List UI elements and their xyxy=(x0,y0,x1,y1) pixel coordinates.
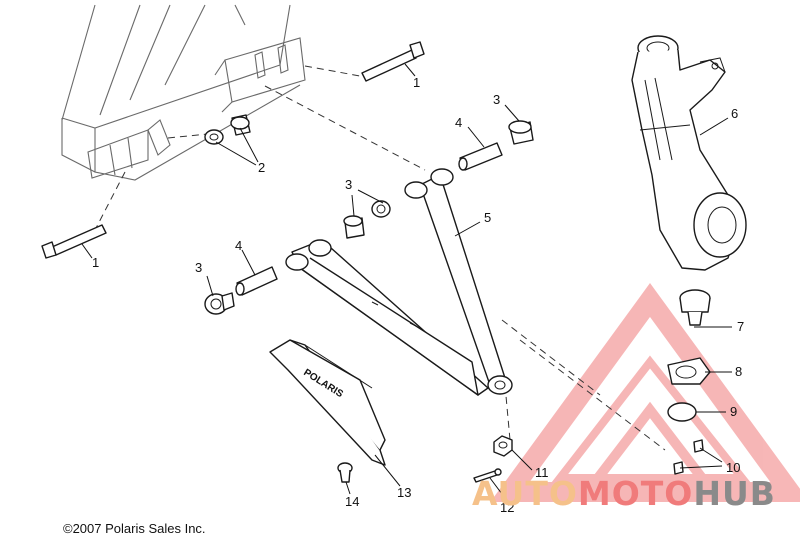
callout-6: 6 xyxy=(731,106,738,121)
assembly-lines xyxy=(94,65,666,451)
a-arm-5 xyxy=(285,168,513,396)
callout-10: 10 xyxy=(726,460,740,475)
cotter-pin-12 xyxy=(473,468,502,483)
callout-7: 7 xyxy=(737,319,744,334)
sleeve-4-left xyxy=(235,266,278,296)
callout-4a: 4 xyxy=(455,115,462,130)
callout-1b: 1 xyxy=(92,255,99,270)
guard-13: POLARIS xyxy=(269,339,386,466)
bushing-3-top-right xyxy=(508,120,534,145)
copyright-text: ©2007 Polaris Sales Inc. xyxy=(63,521,206,536)
callout-13: 13 xyxy=(397,485,411,500)
callout-14: 14 xyxy=(345,494,359,509)
bolt-1-bottom xyxy=(41,224,107,259)
sleeve-4-top xyxy=(458,142,503,171)
plate-8 xyxy=(667,357,711,385)
callout-12: 12 xyxy=(500,500,514,515)
frame-section xyxy=(61,4,306,181)
watermark-text: AUTOMOTOHUB xyxy=(472,474,776,513)
callout-1a: 1 xyxy=(413,75,420,90)
ball-joint-7 xyxy=(679,289,711,326)
watermark-hub: HUB xyxy=(693,474,776,513)
callout-2: 2 xyxy=(258,160,265,175)
washers-2 xyxy=(204,114,251,145)
callout-labels: 1 1 2 3 3 3 4 4 5 6 7 8 9 10 11 12 13 14 xyxy=(92,75,744,515)
bushing-3-middle xyxy=(343,200,391,239)
callout-3a: 3 xyxy=(493,92,500,107)
callout-3b: 3 xyxy=(345,177,352,192)
nut-11 xyxy=(493,435,513,457)
callout-4b: 4 xyxy=(235,238,242,253)
watermark-auto: AUTO xyxy=(472,474,578,513)
leader-lines xyxy=(81,63,732,499)
watermark-triangle-icon xyxy=(490,283,800,502)
callout-8: 8 xyxy=(735,364,742,379)
watermark-moto: MOTO xyxy=(577,474,694,513)
bolt-1-top xyxy=(361,41,425,82)
callout-11: 11 xyxy=(535,465,549,480)
bushing-3-left xyxy=(204,292,235,315)
bolt-14 xyxy=(337,462,353,483)
spindle-knuckle-6 xyxy=(631,35,747,271)
callout-9: 9 xyxy=(730,404,737,419)
callout-3c: 3 xyxy=(195,260,202,275)
callout-5: 5 xyxy=(484,210,491,225)
cap-9 xyxy=(667,402,697,422)
